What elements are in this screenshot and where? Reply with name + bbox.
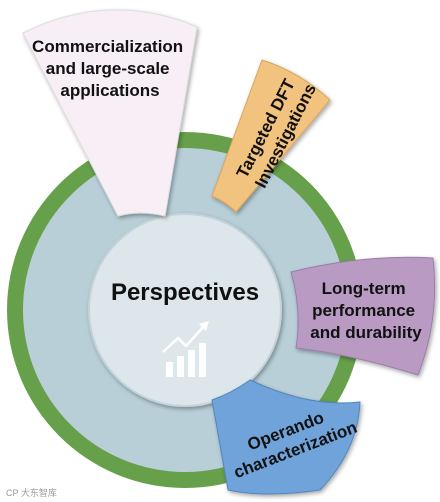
segment-commercialization-shape [22,9,198,217]
segment-operando: Operando characterization [211,379,361,495]
segment-commercialization: Commercialization and large-scale applic… [22,9,198,217]
segment-long-term-shape [290,256,436,376]
segment-long-term-label: Long-term performance and durability [310,279,422,342]
segment-dft-shape [211,59,331,213]
watermark: CP 大东智库 [6,487,57,498]
center-disk [88,213,282,407]
segment-operando-shape [211,379,361,495]
segment-commercialization-label: Commercialization and large-scale applic… [32,37,188,100]
segment-long-term: Long-term performance and durability [290,256,436,376]
growth-chart-icon [162,321,209,377]
center-title: Perspectives [111,279,259,306]
